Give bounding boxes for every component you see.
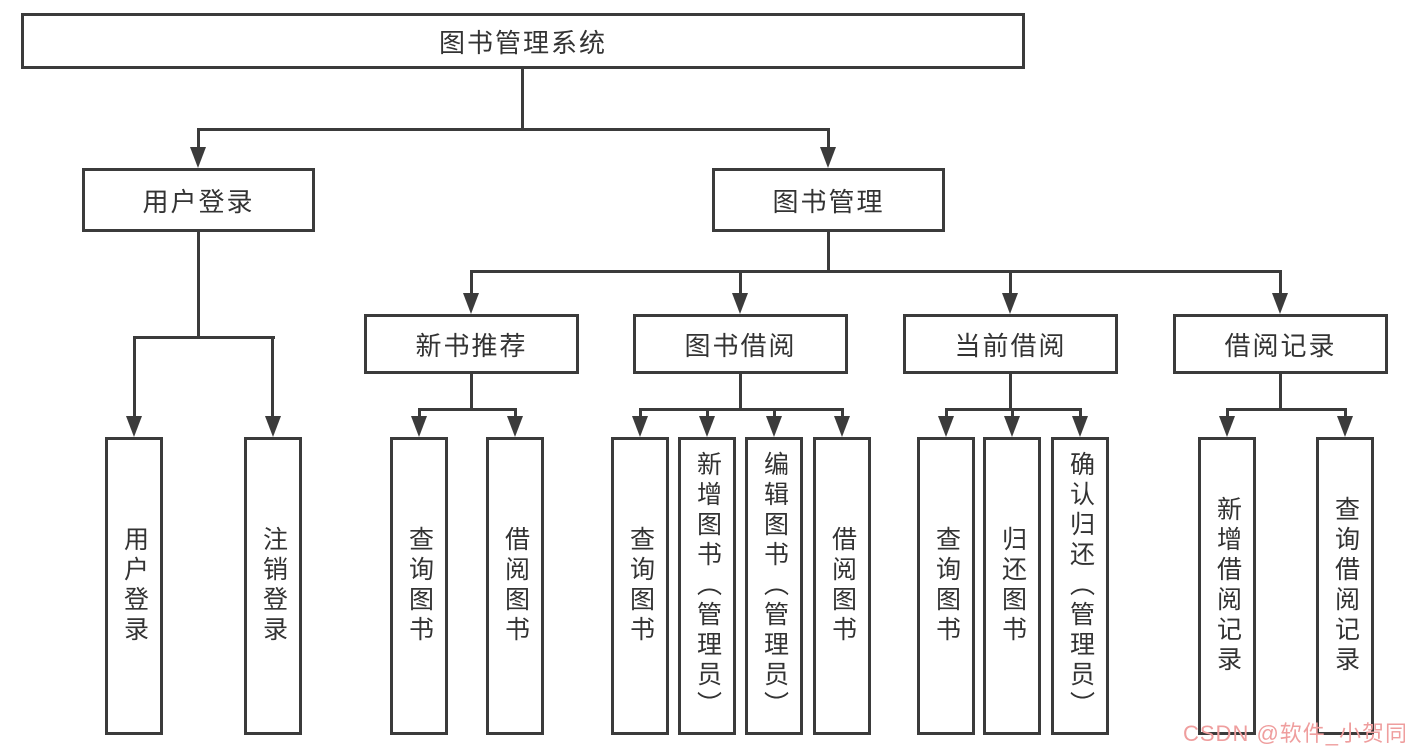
edge-to-cb-confirm	[1079, 408, 1082, 418]
arrowhead-to-bb-borrow	[834, 416, 850, 437]
node-new-book-label: 新书推荐	[415, 330, 528, 361]
arrowhead-to-book-mgmt	[820, 147, 836, 168]
node-ul-logout: 注销登录	[244, 437, 302, 735]
edge-to-bb-borrow	[841, 408, 844, 418]
edge-to-new-book	[470, 270, 473, 294]
arrowhead-to-nb-query	[411, 416, 427, 437]
node-bb-query: 查询图书	[611, 437, 669, 735]
edge-root-rail	[197, 128, 830, 131]
arrowhead-to-cb-confirm	[1072, 416, 1088, 437]
node-cb-query-label: 查询图书	[932, 526, 961, 646]
arrowhead-to-current-borrow	[1002, 293, 1018, 314]
node-nb-borrow-label: 借阅图书	[501, 526, 530, 646]
arrowhead-to-bb-query	[632, 416, 648, 437]
edge-user-login-stem	[197, 232, 200, 339]
node-book-borrow: 图书借阅	[633, 314, 848, 374]
node-bb-edit: 编辑图书（管理员）	[745, 437, 803, 735]
node-bb-add-label: 新增图书（管理员）	[693, 451, 722, 721]
node-user-login-label: 用户登录	[142, 186, 255, 217]
arrowhead-to-cb-return	[1004, 416, 1020, 437]
watermark: CSDN @软件_小贺同学	[1183, 721, 1405, 746]
edge-to-ul-user-login	[133, 336, 136, 417]
edge-book-borrow-rail	[639, 408, 844, 411]
node-ul-user-login: 用户登录	[105, 437, 163, 735]
node-bb-edit-label: 编辑图书（管理员）	[760, 451, 789, 721]
node-ul-user-login-label: 用户登录	[120, 526, 149, 646]
edge-user-login-rail	[133, 336, 275, 339]
edge-current-borrow-stem	[1009, 374, 1012, 411]
node-book-mgmt: 图书管理	[712, 168, 945, 232]
node-nb-query: 查询图书	[390, 437, 448, 735]
node-br-add: 新增借阅记录	[1198, 437, 1256, 735]
node-user-login: 用户登录	[82, 168, 315, 232]
node-bb-borrow: 借阅图书	[813, 437, 871, 735]
edge-to-ul-logout	[271, 336, 274, 417]
arrowhead-to-br-query	[1337, 416, 1353, 437]
node-bb-borrow-label: 借阅图书	[828, 526, 857, 646]
node-current-borrow-label: 当前借阅	[954, 330, 1067, 361]
edge-to-nb-borrow	[514, 408, 517, 418]
node-cb-return-label: 归还图书	[998, 526, 1027, 646]
edge-to-book-borrow	[739, 270, 742, 294]
edge-to-current-borrow	[1009, 270, 1012, 294]
node-borrow-record-label: 借阅记录	[1224, 330, 1337, 361]
node-ul-logout-label: 注销登录	[259, 526, 288, 646]
edge-root-stem	[521, 69, 524, 131]
edge-root-to-book-mgmt	[827, 128, 830, 150]
edge-to-cb-query	[945, 408, 948, 418]
node-borrow-record: 借阅记录	[1173, 314, 1388, 374]
edge-new-book-rail	[418, 408, 517, 411]
edge-to-bb-edit	[773, 408, 776, 418]
node-nb-borrow: 借阅图书	[486, 437, 544, 735]
arrowhead-to-br-add	[1219, 416, 1235, 437]
edge-to-br-add	[1226, 408, 1229, 418]
edge-book-mgmt-rail	[470, 270, 1282, 273]
node-cb-query: 查询图书	[917, 437, 975, 735]
edge-to-nb-query	[418, 408, 421, 418]
node-book-borrow-label: 图书借阅	[684, 330, 797, 361]
node-nb-query-label: 查询图书	[405, 526, 434, 646]
node-bb-query-label: 查询图书	[626, 526, 655, 646]
node-br-add-label: 新增借阅记录	[1213, 496, 1242, 676]
node-library-management-system: 图书管理系统	[21, 13, 1025, 69]
arrowhead-to-book-borrow	[732, 293, 748, 314]
arrowhead-to-nb-borrow	[507, 416, 523, 437]
node-new-book: 新书推荐	[364, 314, 579, 374]
arrowhead-to-ul-user-login	[126, 416, 142, 437]
arrowhead-to-bb-edit	[766, 416, 782, 437]
node-cb-confirm: 确认归还（管理员）	[1051, 437, 1109, 735]
edge-to-br-query	[1344, 408, 1347, 418]
edge-new-book-stem	[470, 374, 473, 411]
arrowhead-to-new-book	[463, 293, 479, 314]
arrowhead-to-borrow-record	[1272, 293, 1288, 314]
edge-borrow-record-rail	[1226, 408, 1347, 411]
arrowhead-to-user-login	[190, 147, 206, 168]
arrowhead-to-cb-query	[938, 416, 954, 437]
edge-book-borrow-stem	[739, 374, 742, 411]
node-library-management-system-label: 图书管理系统	[438, 27, 607, 58]
arrowhead-to-bb-add	[699, 416, 715, 437]
edge-borrow-record-stem	[1279, 374, 1282, 411]
edge-to-bb-query	[639, 408, 642, 418]
node-cb-confirm-label: 确认归还（管理员）	[1066, 451, 1095, 721]
node-bb-add: 新增图书（管理员）	[678, 437, 736, 735]
edge-to-cb-return	[1011, 408, 1014, 418]
edge-book-mgmt-stem	[827, 232, 830, 273]
node-br-query-label: 查询借阅记录	[1331, 496, 1360, 676]
edge-to-borrow-record	[1279, 270, 1282, 294]
node-current-borrow: 当前借阅	[903, 314, 1118, 374]
node-br-query: 查询借阅记录	[1316, 437, 1374, 735]
edge-root-to-user-login	[197, 128, 200, 150]
node-cb-return: 归还图书	[983, 437, 1041, 735]
edge-to-bb-add	[706, 408, 709, 418]
node-book-mgmt-label: 图书管理	[772, 186, 885, 217]
arrowhead-to-ul-logout	[265, 416, 281, 437]
